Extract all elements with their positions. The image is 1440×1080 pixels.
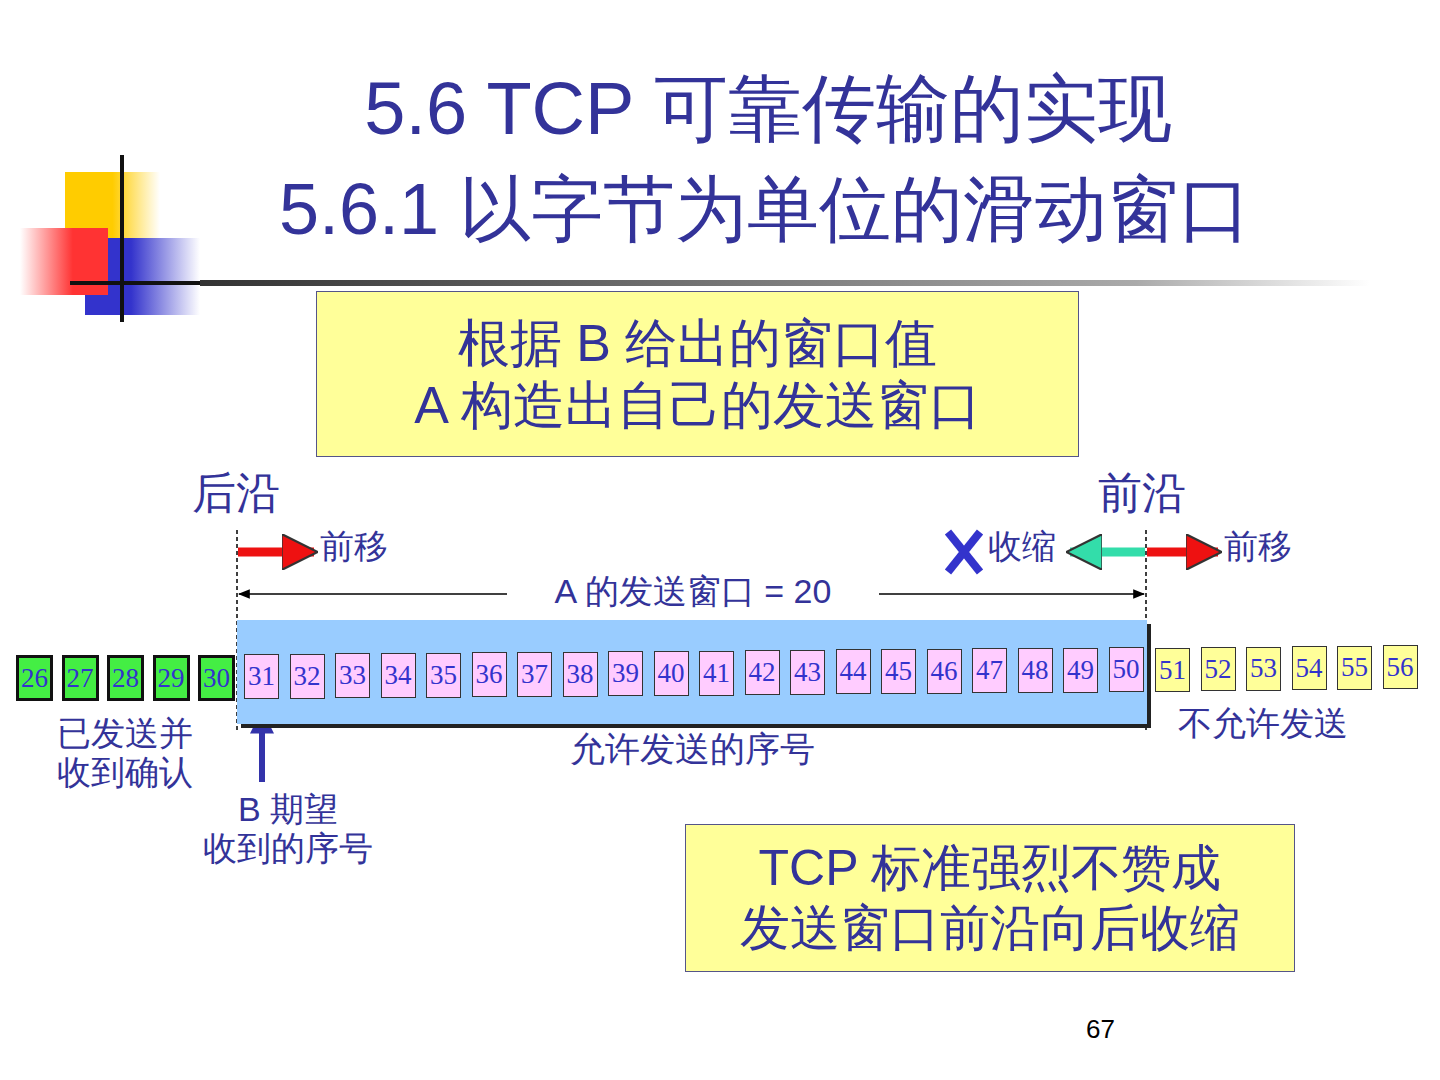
sequence-number: 48 [1022,657,1049,684]
sequence-number: 42 [749,659,776,686]
allowed-byte-box: 47 [972,648,1007,693]
sequence-number: 28 [112,665,139,692]
sequence-number: 38 [567,661,594,688]
sequence-number: 45 [885,658,912,685]
title-rule [200,280,1370,286]
sequence-number: 37 [521,661,548,688]
shrink-label: 收缩 [988,527,1056,566]
acked-byte-box: 30 [198,655,235,701]
allowed-byte-box: 50 [1109,647,1144,692]
allowed-byte-box: 37 [517,652,552,697]
note-text: TCP 标准强烈不赞成 发送窗口前沿向后收缩 [686,838,1294,958]
sequence-number: 56 [1387,654,1414,681]
sequence-number: 52 [1205,656,1232,683]
window-size-label: A 的发送窗口 = 20 [507,572,879,611]
move-arrow [238,548,314,557]
sequence-number: 47 [976,657,1003,684]
blocked-byte-box: 51 [1155,648,1190,692]
allowed-byte-box: 32 [290,654,325,699]
allowed-byte-box: 35 [426,653,461,698]
allowed-byte-box: 46 [927,649,962,694]
allowed-byte-box: 48 [1018,648,1053,693]
region-label: 不允许发送 [1178,704,1348,743]
allowed-byte-box: 39 [608,651,643,696]
sequence-number: 51 [1159,657,1186,684]
blocked-byte-box: 54 [1292,646,1327,690]
move-arrow [1147,548,1218,557]
region-label: 已发送并 收到确认 [30,714,220,792]
blocked-byte-box: 53 [1246,647,1281,691]
sequence-number: 36 [476,661,503,688]
sequence-number: 33 [339,662,366,689]
sequence-number: 54 [1296,655,1323,682]
blocked-byte-box: 52 [1201,647,1236,691]
sequence-number: 26 [21,665,48,692]
sequence-number: 39 [612,660,639,687]
subtitle: 5.6.1 以字节为单位的滑动窗口 [0,168,1440,251]
allowed-byte-box: 34 [381,653,416,698]
allowed-byte-box: 44 [836,649,871,694]
allowed-byte-box: 33 [335,653,370,698]
allowed-byte-box: 41 [699,651,734,696]
sequence-number: 50 [1113,656,1140,683]
send-window-band: 允许发送的序号313233343536373839404142434445464… [237,620,1147,724]
sequence-number: 35 [430,662,457,689]
sequence-number: 43 [794,659,821,686]
sequence-number: 53 [1250,655,1277,682]
sequence-number: 34 [385,662,412,689]
cross-mark [948,532,980,572]
move-label: 前移 [1224,527,1292,566]
acked-byte-box: 26 [16,655,53,701]
allowed-byte-box: 40 [654,651,689,696]
allowed-byte-box: 49 [1063,648,1098,693]
blocked-byte-box: 56 [1383,645,1418,689]
note-box: 根据 B 给出的窗口值 A 构造出自己的发送窗口 [316,291,1079,457]
allowed-byte-box: 38 [563,652,598,697]
acked-byte-box: 28 [107,655,144,701]
corner-decoration [20,155,200,322]
pointer-label: B 期望 收到的序号 [178,790,398,868]
sequence-number: 40 [658,660,685,687]
acked-byte-box: 27 [62,655,99,701]
band-caption: 允许发送的序号 [237,726,1147,773]
sequence-number: 41 [703,660,730,687]
sequence-number: 46 [931,658,958,685]
title: 5.6 TCP 可靠传输的实现 [0,66,1440,151]
page-number: 67 [1086,1015,1115,1045]
blocked-byte-box: 55 [1337,646,1372,690]
sequence-number: 49 [1067,657,1094,684]
acked-byte-box: 29 [153,655,190,701]
edge-label: 后沿 [192,468,280,519]
edge-label: 前沿 [1098,468,1186,519]
note-text: 根据 B 给出的窗口值 A 构造出自己的发送窗口 [317,312,1078,437]
shrink-arrow [1070,548,1145,557]
sequence-number: 27 [67,665,94,692]
move-label: 前移 [320,527,388,566]
note-box: TCP 标准强烈不赞成 发送窗口前沿向后收缩 [685,824,1295,972]
allowed-byte-box: 43 [790,650,825,695]
sequence-number: 44 [840,658,867,685]
allowed-byte-box: 45 [881,649,916,694]
allowed-byte-box: 36 [472,652,507,697]
sequence-number: 31 [248,663,275,690]
sequence-number: 55 [1341,654,1368,681]
allowed-byte-box: 31 [244,654,279,699]
allowed-byte-box: 42 [745,650,780,695]
sequence-number: 29 [158,665,185,692]
sequence-number: 32 [294,663,321,690]
sequence-number: 30 [203,665,230,692]
